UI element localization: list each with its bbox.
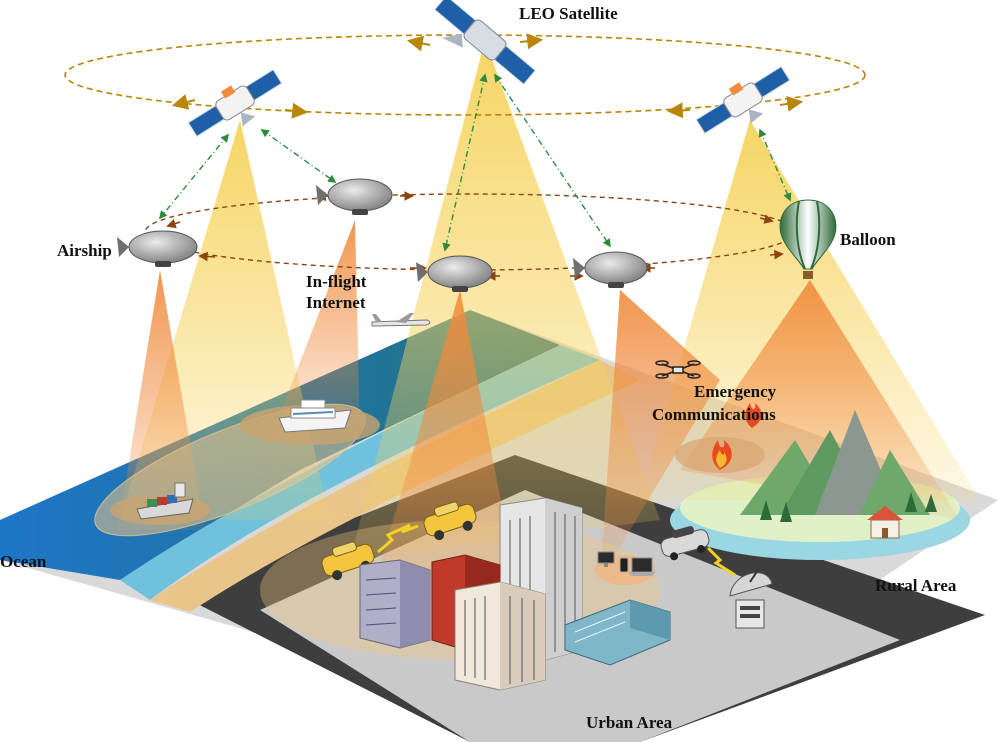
ocean-label: Ocean: [0, 552, 47, 571]
airplane: [371, 313, 431, 327]
inflight-internet-label-line2: Internet: [306, 293, 366, 312]
cargo-ship: [136, 482, 194, 520]
emergency-communications-label-line2: Communications: [652, 405, 776, 424]
leo-satellite-left: [187, 69, 283, 137]
rural-scene: [675, 403, 937, 539]
satellite-icon: [434, 0, 536, 85]
v2i-link: [706, 546, 736, 577]
drone-icon: [655, 360, 701, 379]
car-3: [660, 526, 710, 561]
inflight-internet-label-line1: In-flight: [306, 272, 367, 291]
airship-1: [117, 230, 198, 267]
ship-icon: [136, 482, 194, 520]
ground-station-dish-icon: [729, 569, 773, 629]
airship-label: Airship: [57, 241, 112, 260]
leo-satellite-right: [695, 66, 791, 134]
airship-beam-2: [270, 220, 360, 440]
airship-4: [573, 251, 648, 288]
user-devices: [597, 551, 656, 576]
phone-icon: [619, 557, 629, 573]
laptop-icon: [628, 557, 656, 576]
balloon: [779, 199, 837, 279]
car-2: [423, 501, 477, 541]
balloon-label: Balloon: [840, 230, 896, 249]
leo-satellite-label: LEO Satellite: [519, 4, 618, 23]
fire-area: [675, 403, 765, 473]
emergency-communications-label-line1: Emergency: [694, 382, 777, 401]
airship-3: [416, 255, 493, 292]
drone: [655, 360, 701, 379]
building-icon: [454, 581, 546, 691]
cruise-ship-icon: [278, 399, 352, 433]
satellite-haps-links: [158, 73, 792, 252]
v2v-link: [377, 523, 419, 554]
building-icon: [564, 599, 671, 666]
airship-icon: [573, 251, 648, 288]
rural-area-label: Rural Area: [875, 576, 957, 595]
airship-beam-3: [370, 290, 520, 600]
tree-icon: [760, 492, 937, 522]
satellite-icon: [187, 69, 283, 137]
urban-buildings: [359, 497, 671, 691]
airplane-icon: [371, 313, 431, 327]
building-icon: [359, 559, 431, 649]
monitor-icon: [597, 551, 615, 567]
balloon-icon: [779, 199, 837, 279]
cruise-ship: [278, 399, 352, 433]
airship-icon: [117, 230, 198, 267]
leo-orbit: [64, 33, 866, 119]
satellite-icon: [695, 66, 791, 134]
airship-icon: [416, 255, 493, 292]
leo-satellite-top: [434, 0, 536, 85]
car-icon: [423, 501, 477, 541]
ground-station: [729, 569, 773, 629]
airship-icon: [316, 178, 393, 215]
airship-beam-4: [600, 290, 720, 580]
urban-area-label: Urban Area: [586, 713, 673, 732]
house-icon: [867, 506, 903, 539]
car-icon: [660, 526, 710, 561]
airship-2: [316, 178, 393, 215]
fire-icon: [712, 403, 762, 470]
